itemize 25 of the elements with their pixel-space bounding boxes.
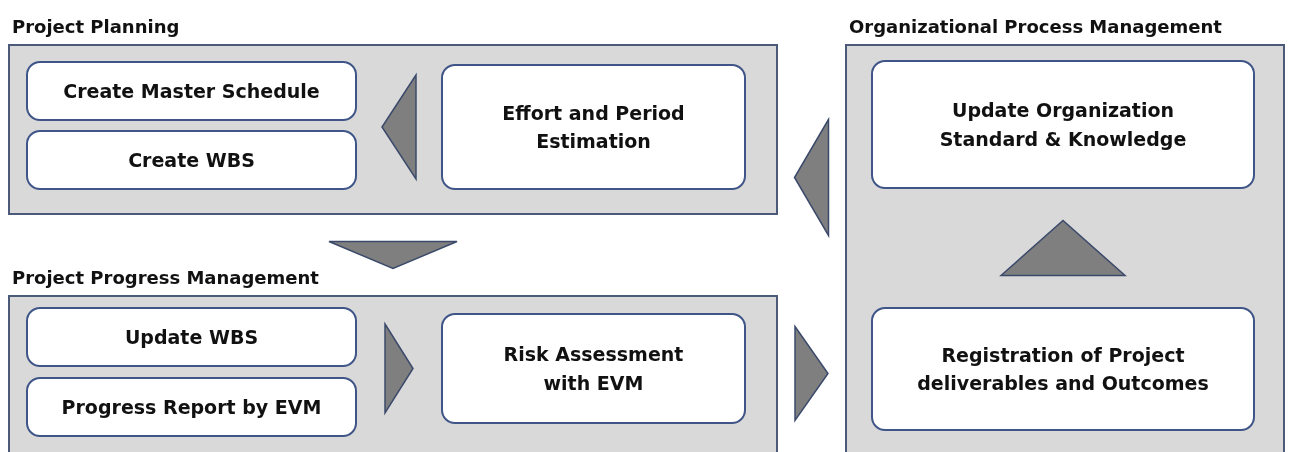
process-box xyxy=(26,307,357,367)
box-label: Effort and Period Estimation xyxy=(501,100,686,154)
box-label: Update WBS xyxy=(124,324,259,350)
flow-arrow xyxy=(328,240,458,270)
process-box xyxy=(26,61,357,121)
process-box xyxy=(441,64,746,190)
process-box xyxy=(26,130,357,190)
flow-arrow xyxy=(384,321,414,416)
flow-arrow xyxy=(999,219,1127,277)
flow-arrow xyxy=(794,324,829,423)
box-label: Create WBS xyxy=(128,147,255,173)
panel-heading: Project Progress Management xyxy=(12,267,319,288)
flow-arrow xyxy=(793,116,830,239)
box-label: Risk Assessment with EVM xyxy=(502,342,685,396)
panel-heading: Organizational Process Management xyxy=(849,16,1222,37)
box-label: Update Organization Standard & Knowledge xyxy=(938,98,1188,152)
process-box xyxy=(26,377,357,437)
flow-arrow xyxy=(381,72,417,182)
box-label: Registration of Project deliverables and Outcomes xyxy=(916,342,1210,396)
box-label: Create Master Schedule xyxy=(63,78,320,104)
box-label: Progress Report by EVM xyxy=(61,394,322,420)
panel-heading: Project Planning xyxy=(12,16,180,37)
process-box xyxy=(871,60,1255,189)
process-box xyxy=(871,307,1255,431)
process-box xyxy=(441,313,746,424)
